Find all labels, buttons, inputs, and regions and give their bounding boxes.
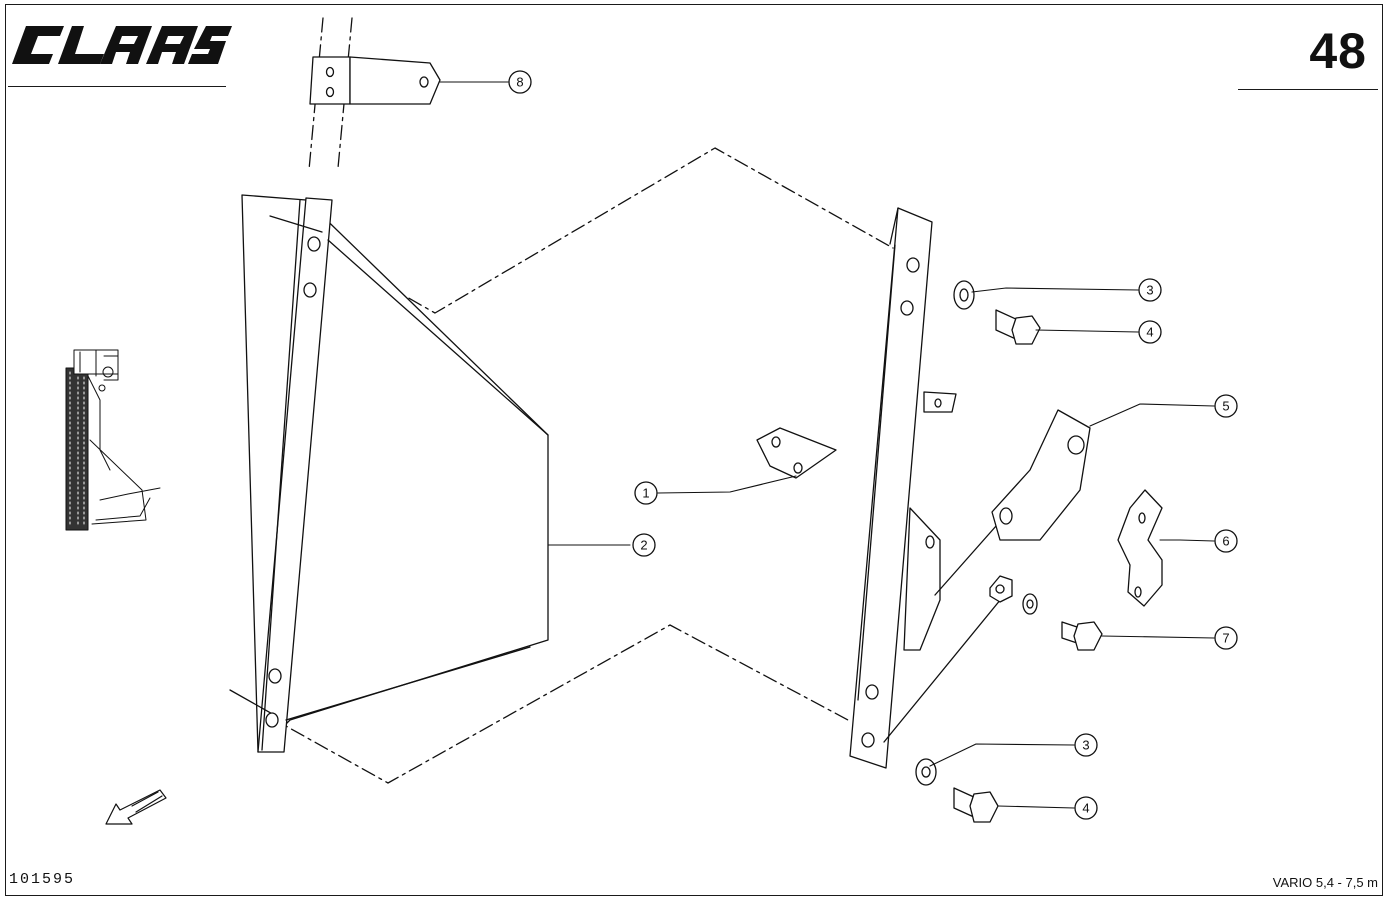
header-rule-right xyxy=(1238,89,1378,90)
part-2-side-panel xyxy=(229,194,549,753)
part-8-bracket xyxy=(309,56,441,105)
callout-8: 8 xyxy=(508,70,532,94)
svg-text:4: 4 xyxy=(1146,325,1153,340)
right-rail-assembly xyxy=(849,207,1013,769)
svg-text:8: 8 xyxy=(516,75,523,90)
model-range: VARIO 5,4 - 7,5 m xyxy=(1272,875,1378,890)
callout-1: 1 xyxy=(634,481,658,505)
svg-text:6: 6 xyxy=(1222,534,1229,549)
callout-5: 5 xyxy=(1214,394,1238,418)
arrow-down-left-icon xyxy=(105,789,167,825)
callout-4-lower: 4 xyxy=(1074,796,1098,820)
figure-code: 101595 xyxy=(9,871,76,888)
svg-text:4: 4 xyxy=(1082,801,1089,816)
nut-and-washer xyxy=(989,575,1038,615)
part-5-stay xyxy=(991,409,1091,541)
svg-text:3: 3 xyxy=(1146,283,1153,298)
claas-logo xyxy=(12,26,232,64)
svg-text:2: 2 xyxy=(640,538,647,553)
part-1-bracket xyxy=(756,427,837,479)
svg-text:5: 5 xyxy=(1222,399,1229,414)
svg-text:3: 3 xyxy=(1082,738,1089,753)
callout-3-upper: 3 xyxy=(1138,278,1162,302)
callout-2: 2 xyxy=(632,533,656,557)
header-rule-left xyxy=(8,86,226,87)
part-6-z-bracket xyxy=(1117,489,1163,607)
machine-locator-icon xyxy=(65,349,161,531)
svg-text:1: 1 xyxy=(642,486,649,501)
callout-6: 6 xyxy=(1214,529,1238,553)
callout-4-upper: 4 xyxy=(1138,320,1162,344)
page-number: 48 xyxy=(1309,23,1367,79)
callout-3-lower: 3 xyxy=(1074,733,1098,757)
sheet-border xyxy=(5,4,1383,896)
svg-text:7: 7 xyxy=(1222,631,1229,646)
callout-7: 7 xyxy=(1214,626,1238,650)
leader-lines xyxy=(439,81,1215,809)
callout-balloons: 8 3 4 5 1 6 2 xyxy=(508,70,1238,820)
fasteners xyxy=(915,280,1103,823)
